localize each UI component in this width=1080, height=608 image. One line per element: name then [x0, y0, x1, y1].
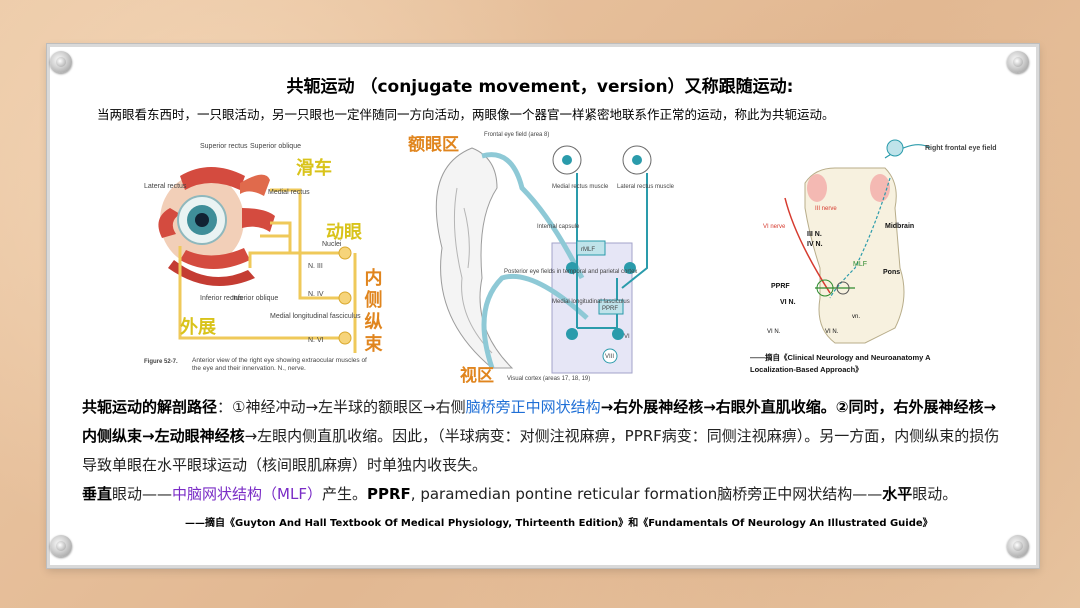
label-posterior-eye-fields: Posterior eye fields in temporal and par… [504, 269, 637, 275]
label-medial-rectus: Medial rectus [268, 189, 310, 196]
label-n6: N. VI [308, 337, 324, 344]
cn-dongyan: 动眼 [326, 222, 362, 243]
pprf-bold: PPRF [367, 485, 411, 503]
pathway-text-b: →右外展神经核→右眼外直肌收缩。②同时， [601, 398, 894, 416]
label-frontal-eye-field: Frontal eye field (area 8) [484, 132, 549, 138]
eye-muscles-figure: Superior rectus Superior oblique Lateral… [140, 128, 405, 378]
label-superior-rectus: Superior rectus [200, 143, 248, 150]
cn-neice: 内侧纵束 [362, 267, 383, 356]
label-vn-left: VI N. [825, 329, 839, 335]
vertical-text-end: 产生。 [322, 485, 367, 503]
left-eye-3 [807, 174, 827, 202]
pprf-definition: , paramedian pontine reticular formation… [411, 485, 882, 503]
label-inferior-oblique: Inferior oblique [232, 295, 278, 302]
fig3-citation: ——摘自《Clinical Neurology and Neuroanatomy… [750, 352, 970, 376]
viii-label: VIII [605, 354, 614, 360]
label-vi-n: VI N. [780, 299, 796, 306]
cn-shiqu: 视区 [460, 365, 494, 386]
label-vi-left: VI N. [767, 329, 781, 335]
fig1-caption: Anterior view of the right eye showing e… [192, 357, 372, 373]
label-mlf: Medial longitudinal fasciculus [552, 299, 630, 305]
label-n3: N. III [308, 263, 323, 270]
label-midbrain: Midbrain [885, 223, 914, 230]
eye-pupil [195, 213, 209, 227]
horizontal-heading: 水平 [882, 485, 912, 503]
label-iv-n: IV N. [807, 241, 823, 248]
label-n4: N. IV [308, 291, 324, 298]
page-title: 共轭运动 （conjugate movement，version）又称跟随运动: [0, 72, 1080, 97]
horizontal-text: 眼动。 [912, 485, 957, 503]
pathway-text-a: ：①神经冲动→左半球的额眼区→右侧 [217, 398, 466, 416]
label-internal-capsule: Internal capsule [537, 224, 580, 230]
pin-icon [50, 535, 72, 557]
label-vi-nerve: VI nerve [763, 224, 786, 230]
rmlf-label: rMLF [581, 247, 595, 253]
label-lateral-rectus: Lateral rectus [144, 183, 187, 190]
pathway-heading: 共轭运动的解剖路径 [82, 398, 217, 416]
label-right-frontal-eye-field: Right frontal eye field [925, 145, 997, 152]
cn-huache: 滑车 [296, 157, 332, 179]
label-superior-oblique: Superior oblique [250, 143, 301, 150]
label-iii-n: III N. [807, 231, 822, 238]
mlf-highlight: 中脑网状结构（MLF） [172, 485, 322, 503]
pin-icon [1007, 535, 1029, 557]
vi-label: VI [624, 334, 630, 340]
label-mlf-3: MLF [853, 261, 867, 268]
label-iii-nerve: III nerve [815, 206, 837, 212]
pin-icon [50, 51, 72, 73]
label-medial-rectus-muscle: Medial rectus muscle [552, 184, 609, 190]
n6-dot [612, 328, 624, 340]
vertical-heading: 垂直 [82, 485, 112, 503]
cn-waizhan: 外展 [180, 316, 217, 338]
intro-text: 当两眼看东西时，一只眼活动，另一只眼也一定伴随同一方向活动，两眼像一个器官一样紧… [97, 104, 977, 123]
nucleus-n6 [339, 332, 351, 344]
nucleus-n4 [339, 292, 351, 304]
label-vn: vn. [852, 314, 860, 320]
pathway-pprf-highlight: 脑桥旁正中网状结构 [466, 398, 601, 416]
anatomy-pathway-text: 共轭运动的解剖路径：①神经冲动→左半球的额眼区→右侧脑桥旁正中网状结构→右外展神… [82, 393, 1002, 509]
medial-rectus-muscle [242, 208, 275, 232]
brain-pathway-figure: rMLF PPRF VIII VI 额眼区 视区 Frontal eye fie… [402, 128, 687, 390]
superior-oblique-muscle [240, 175, 270, 196]
brainstem-figure: Right frontal eye field III nerve VI ner… [725, 128, 1015, 378]
fig1-caption-bold: Figure 52-7. [144, 359, 178, 365]
label-mlf: Medial longitudinal fasciculus [270, 313, 361, 320]
brain-hemisphere-outline [436, 148, 512, 368]
label-visual-cortex: Visual cortex (areas 17, 18, 19) [507, 376, 590, 382]
nucleus-n3 [339, 247, 351, 259]
label-lateral-rectus-muscle: Lateral rectus muscle [617, 184, 675, 190]
vertical-text: 眼动—— [112, 485, 172, 503]
pprf-label: PPRF [602, 306, 618, 312]
label-pprf-3: PPRF [771, 283, 790, 290]
pin-icon [1007, 51, 1029, 73]
cn-eyan: 额眼区 [408, 134, 459, 155]
label-pons: Pons [883, 269, 900, 276]
source-citation: ——摘自《Guyton And Hall Textbook Of Medical… [185, 514, 933, 529]
